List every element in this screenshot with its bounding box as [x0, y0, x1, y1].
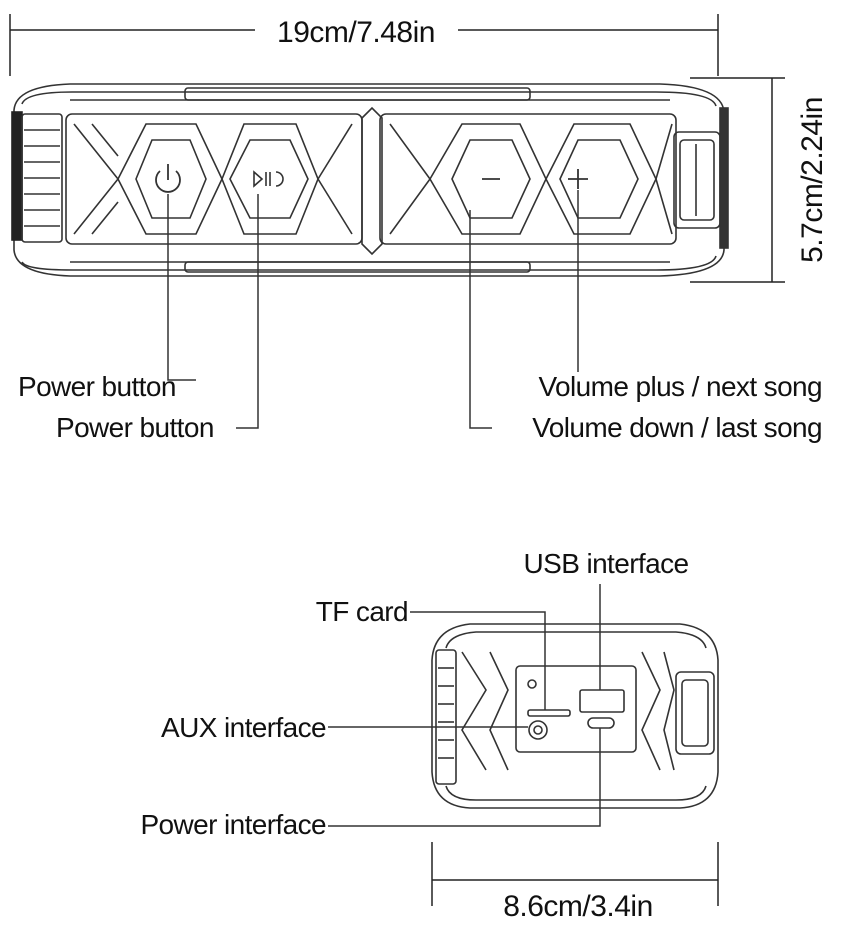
length-label: 19cm/7.48in [277, 16, 435, 49]
volume-plus-label: Volume plus / next song [539, 371, 823, 402]
depth-label: 8.6cm/3.4in [503, 890, 653, 923]
speaker-top-view [11, 83, 729, 277]
height-label: 5.7cm/2.24in [796, 97, 829, 263]
tf-card-label: TF card [316, 596, 408, 627]
aux-interface-label: AUX interface [161, 712, 326, 743]
top-view-leader-lines [167, 190, 579, 429]
power-button-label-2: Power button [56, 412, 214, 443]
play-pause-icon[interactable] [253, 170, 284, 188]
power-button-label-1: Power button [18, 371, 176, 402]
speaker-side-view [431, 623, 719, 809]
length-dimension [9, 14, 719, 76]
depth-dimension [431, 842, 719, 906]
side-view-leader-lines [328, 584, 601, 827]
depth-label-bg [490, 884, 668, 920]
power-icon[interactable] [155, 164, 181, 193]
plus-icon[interactable] [568, 169, 588, 189]
height-dimension [690, 77, 785, 283]
power-interface-label: Power interface [140, 809, 326, 840]
usb-interface-label: USB interface [524, 548, 689, 579]
volume-down-label: Volume down / last song [532, 412, 822, 443]
